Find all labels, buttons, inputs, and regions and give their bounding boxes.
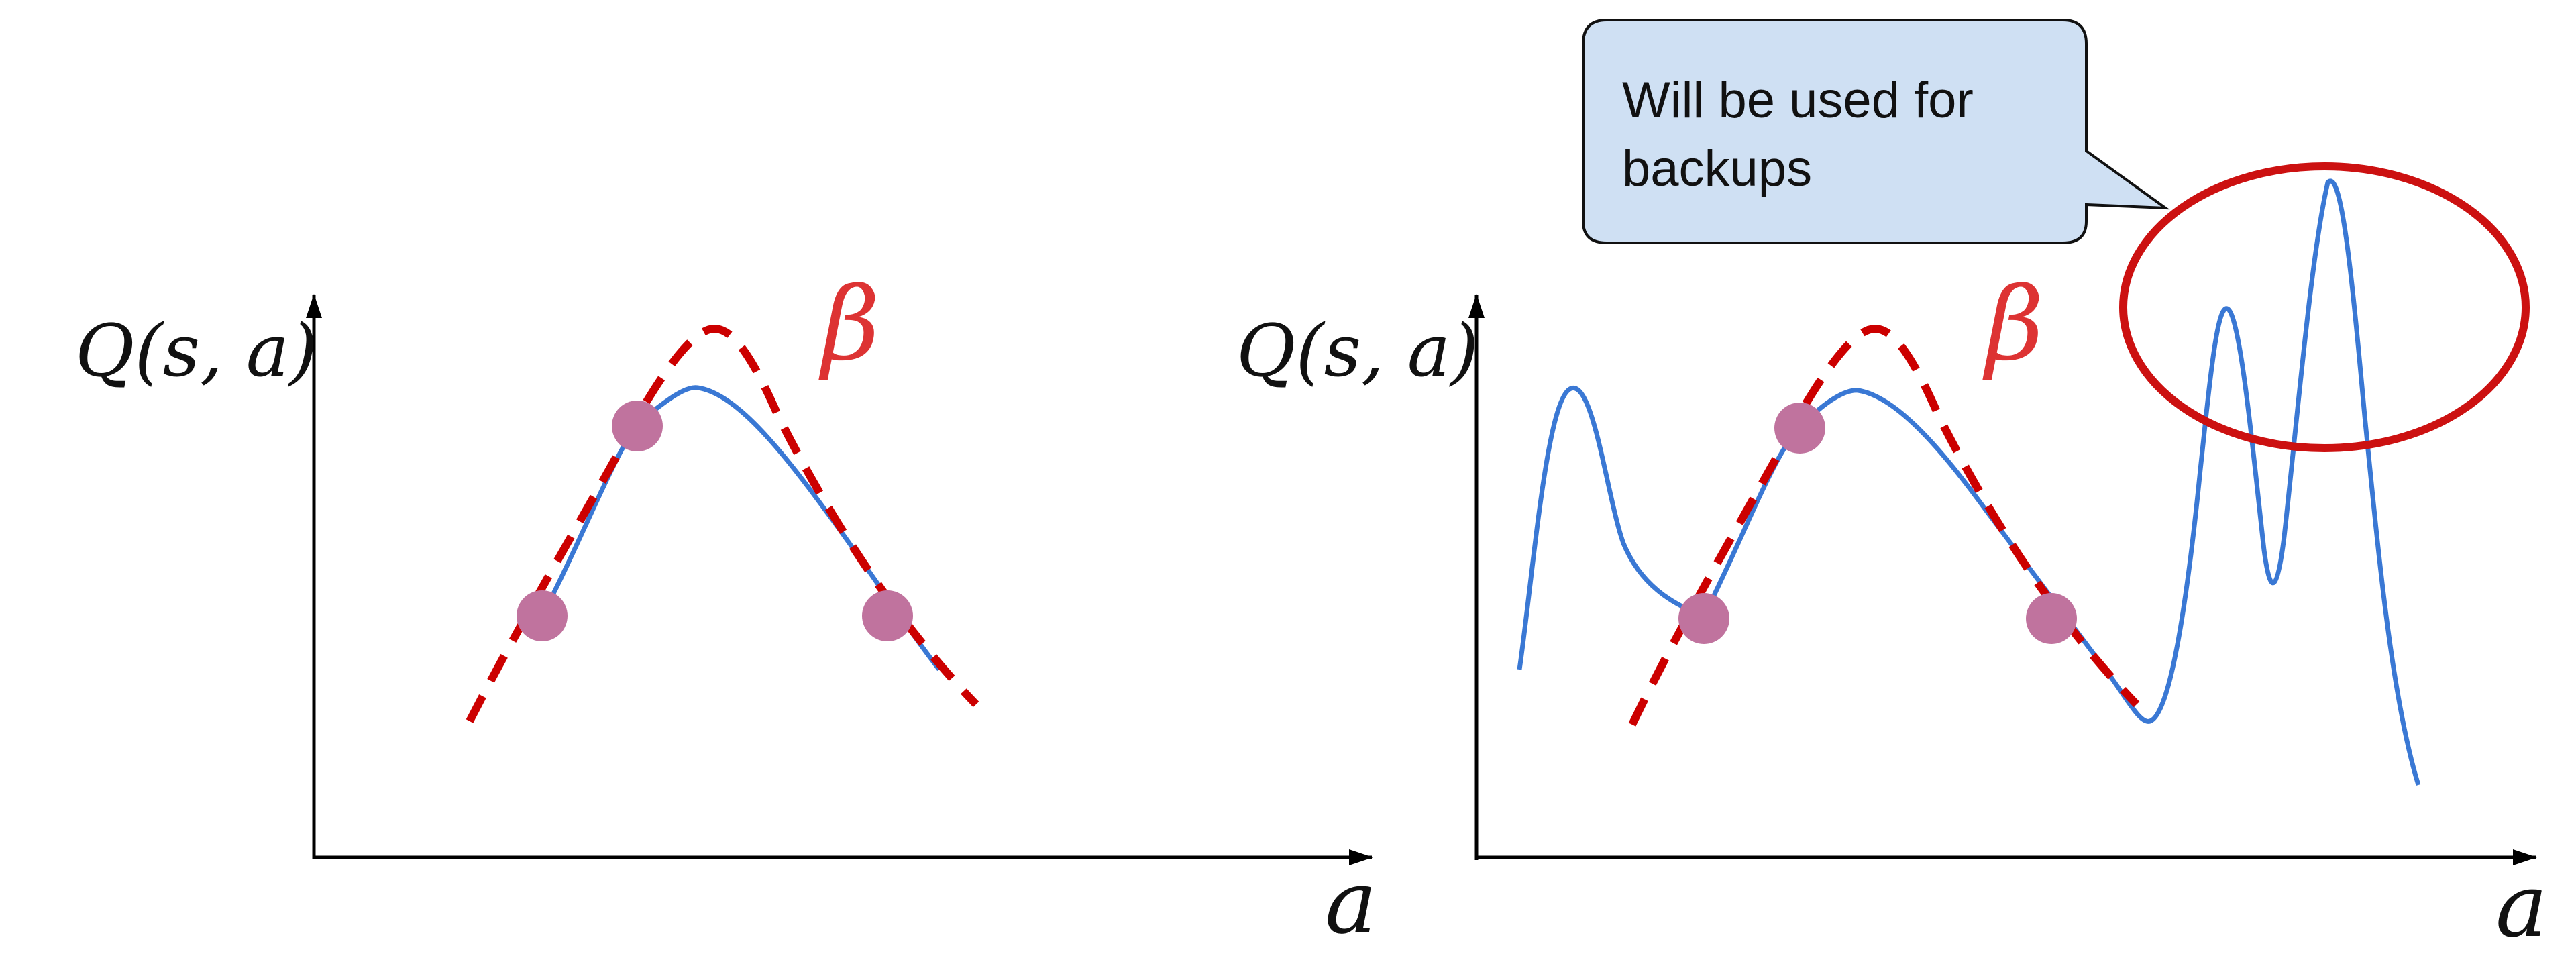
right-beta-curve <box>1628 324 2140 727</box>
callout-line-2: backups <box>1622 140 1812 197</box>
right-q-curve <box>1517 178 2421 786</box>
highlight-ellipse <box>2119 162 2530 452</box>
right-panel: Q(s, a) a β <box>1236 162 2548 957</box>
right-data-point <box>1678 593 1729 644</box>
callout-bubble <box>1582 19 2170 244</box>
right-x-axis-label: a <box>2496 855 2548 957</box>
right-y-axis-label: Q(s, a) <box>1236 309 1479 393</box>
left-x-axis-label: a <box>1325 851 1377 953</box>
left-data-point <box>612 401 663 451</box>
right-data-point <box>2026 593 2077 644</box>
right-data-point <box>1774 403 1825 454</box>
right-beta-label: β <box>1982 266 2044 383</box>
callout-line-1: Will be used for <box>1622 72 1974 129</box>
left-data-point <box>517 590 568 641</box>
left-y-axis-label: Q(s, a) <box>75 309 317 393</box>
left-data-point <box>862 590 913 641</box>
callout: Will be used for backups <box>1582 19 2170 244</box>
left-beta-label: β <box>818 266 880 383</box>
left-panel: Q(s, a) a β <box>75 266 1377 953</box>
left-beta-curve <box>466 324 979 723</box>
